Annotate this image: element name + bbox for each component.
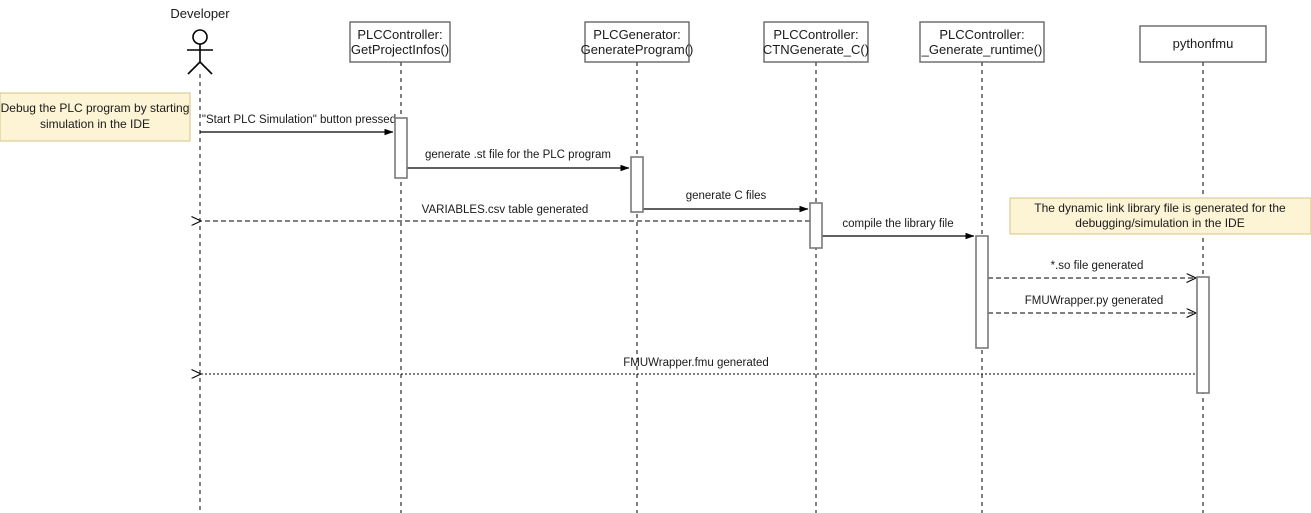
header-label-line1: PLCController:: [357, 27, 442, 42]
participant-header-plcgenerator-generateprogram[interactable]: PLCGenerator: GenerateProgram(): [581, 21, 694, 63]
participant-header-pythonfmu[interactable]: pythonfmu: [1139, 25, 1267, 63]
message-generate-c-files[interactable]: generate C files: [643, 190, 809, 213]
activation-bar-generate-runtime: [975, 235, 989, 349]
activation-bar-getprojectinfos: [394, 117, 408, 179]
message-label: "Start PLC Simulation" button pressed: [202, 114, 396, 126]
header-label-line1: PLCController:: [939, 27, 1024, 42]
participant-header-plccontroller-getprojectinfos[interactable]: PLCController: GetProjectInfos(): [349, 21, 451, 63]
message-label: generate C files: [686, 190, 767, 202]
header-box-rect: [584, 21, 690, 63]
note-debug-plc: Debug the PLC program by starting simula…: [0, 92, 191, 142]
header-label-line2: GenerateProgram(): [581, 42, 694, 57]
actor-developer-label: Developer: [170, 6, 230, 21]
actor-left-leg-icon: [187, 61, 201, 75]
actor-developer[interactable]: Developer: [170, 6, 230, 75]
message-label: FMUWrapper.py generated: [1025, 295, 1164, 307]
header-label-line1: pythonfmu: [1173, 36, 1234, 51]
activations-group: [394, 117, 1210, 394]
header-label-line1: PLCController:: [773, 27, 858, 42]
note-text-line2: debugging/simulation in the IDE: [1075, 216, 1244, 230]
activation-bar-generateprogram: [630, 156, 644, 213]
header-label-line2: GetProjectInfos(): [351, 42, 449, 57]
header-box-rect: [919, 21, 1045, 63]
participant-header-plccontroller-generate-runtime[interactable]: PLCController: _Generate_runtime(): [919, 21, 1045, 63]
activation-bar-pythonfmu: [1196, 276, 1210, 394]
message-fmuwrapper-fmu-generated[interactable]: FMUWrapper.fmu generated: [201, 357, 1203, 374]
participant-header-plccontroller-ctngenerate-c[interactable]: PLCController: CTNGenerate_C(): [763, 21, 869, 63]
message-generate-st-file[interactable]: generate .st file for the PLC program: [407, 149, 630, 172]
note-box-rect: [0, 92, 191, 142]
message-start-plc-simulation[interactable]: "Start PLC Simulation" button pressed: [200, 114, 396, 136]
message-label: compile the library file: [842, 218, 953, 230]
header-label-line2: CTNGenerate_C(): [763, 42, 869, 57]
lifelines-group: [199, 62, 1204, 513]
header-label-line2: _Generate_runtime(): [921, 42, 1043, 57]
note-dynamic-link-library: The dynamic link library file is generat…: [1009, 197, 1311, 235]
actor-head-icon: [192, 29, 208, 45]
note-text-line2: simulation in the IDE: [40, 117, 150, 131]
message-label: generate .st file for the PLC program: [425, 149, 611, 161]
message-label: *.so file generated: [1051, 260, 1144, 272]
actor-right-leg-icon: [199, 61, 213, 75]
header-box-rect: [763, 21, 869, 63]
note-text-line1: Debug the PLC program by starting: [1, 101, 190, 115]
message-label: FMUWrapper.fmu generated: [623, 357, 769, 369]
message-so-file-generated[interactable]: *.so file generated: [988, 260, 1196, 278]
note-box-rect: [1009, 197, 1311, 235]
message-fmuwrapper-py-generated[interactable]: FMUWrapper.py generated: [988, 295, 1196, 313]
note-text-line1: The dynamic link library file is generat…: [1034, 201, 1286, 215]
message-compile-library-file[interactable]: compile the library file: [822, 218, 975, 240]
activation-bar-ctngenerate-c: [809, 202, 823, 249]
message-label: VARIABLES.csv table generated: [422, 204, 589, 216]
header-box-rect: [1139, 25, 1267, 63]
header-box-rect: [349, 21, 451, 63]
header-label-line1: PLCGenerator:: [593, 27, 680, 42]
message-variables-csv-generated[interactable]: VARIABLES.csv table generated: [201, 204, 810, 221]
